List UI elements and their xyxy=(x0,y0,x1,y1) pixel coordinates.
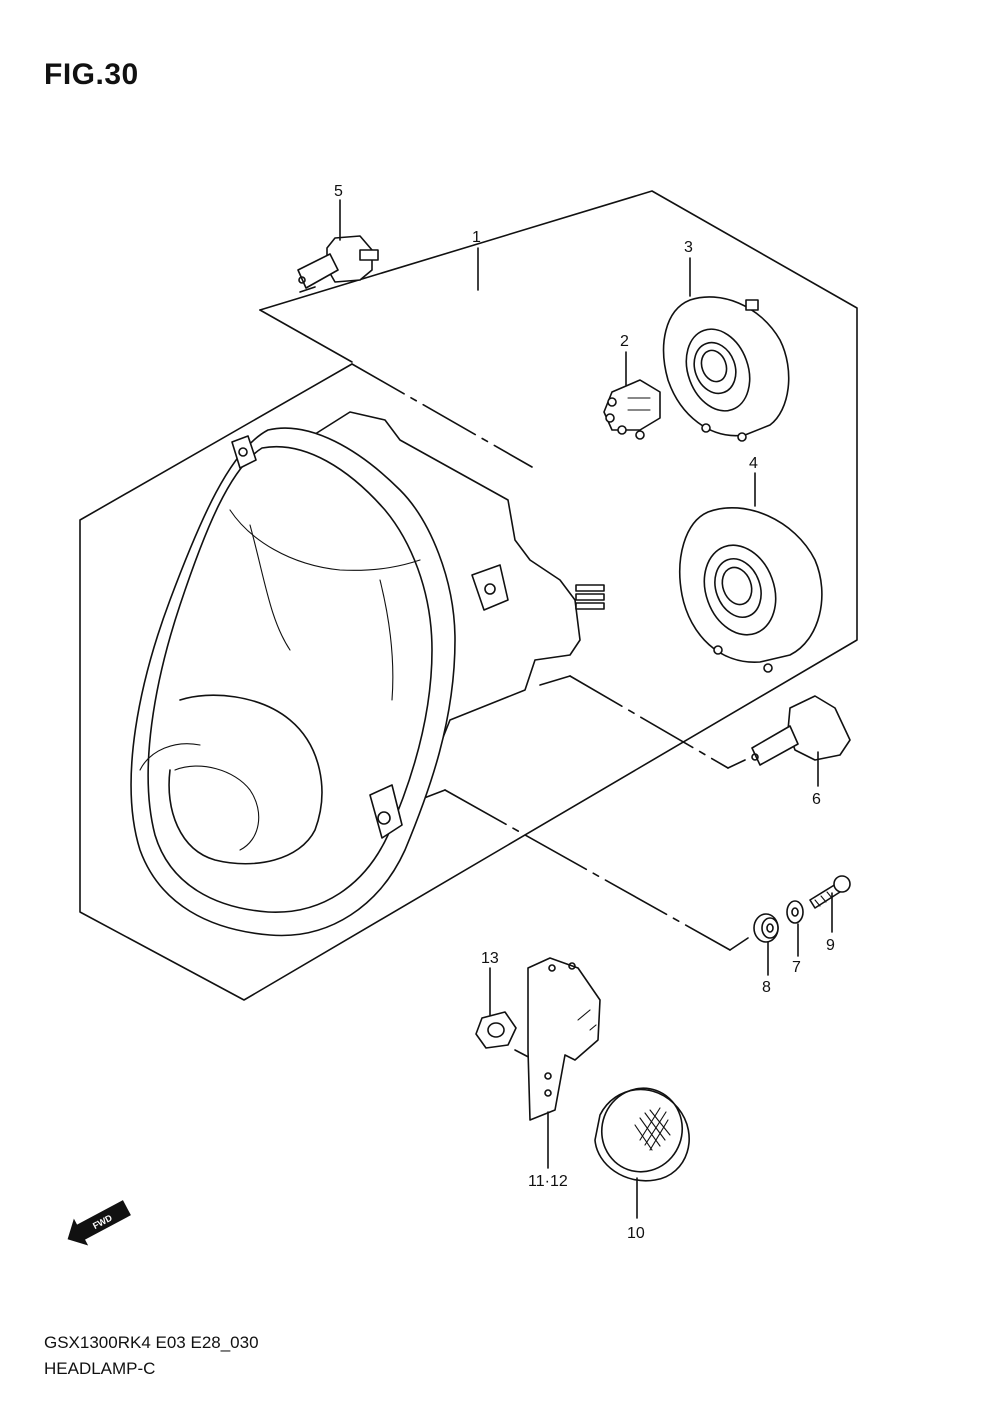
housing-connector-pins xyxy=(575,584,605,610)
callout-2: 2 xyxy=(620,333,629,350)
callout-9: 9 xyxy=(826,937,835,954)
callout-4: 4 xyxy=(749,455,758,472)
cover-ring-3[interactable] xyxy=(662,296,790,442)
grommet-8[interactable] xyxy=(753,913,779,943)
bulb-5[interactable] xyxy=(297,235,379,289)
callout-11-12: 11·12 xyxy=(528,1173,568,1190)
assembly-boundary xyxy=(79,190,858,1001)
cover-ring-4[interactable] xyxy=(679,507,823,673)
callout-7: 7 xyxy=(792,959,801,976)
headlamp-housing[interactable] xyxy=(130,411,605,937)
callout-leaders xyxy=(339,199,833,1219)
callout-1: 1 xyxy=(472,229,481,246)
nut-13[interactable] xyxy=(475,1011,517,1049)
bulb-6[interactable] xyxy=(751,695,851,766)
washer-7[interactable] xyxy=(786,900,804,924)
cap-10[interactable] xyxy=(590,1077,694,1183)
callout-5: 5 xyxy=(334,183,343,200)
figure-title: FIG.30 xyxy=(44,58,139,91)
bracket-11-12[interactable] xyxy=(527,957,601,1121)
guide-lines xyxy=(259,286,749,1063)
callout-8: 8 xyxy=(762,979,771,996)
callout-3: 3 xyxy=(684,239,693,256)
section-name: HEADLAMP-C xyxy=(44,1359,156,1378)
callout-10: 10 xyxy=(627,1225,645,1242)
fwd-arrow-icon: FWD xyxy=(67,1200,131,1246)
callout-6: 6 xyxy=(812,791,821,808)
callout-13: 13 xyxy=(481,950,499,967)
model-code: GSX1300RK4 E03 E28_030 xyxy=(44,1333,259,1352)
cap-hatch xyxy=(634,1107,671,1151)
socket-2[interactable] xyxy=(603,379,661,440)
callout-labels: 1 2 3 4 5 6 7 8 9 10 11·12 13 xyxy=(334,183,835,1242)
screw-9[interactable] xyxy=(809,875,851,909)
